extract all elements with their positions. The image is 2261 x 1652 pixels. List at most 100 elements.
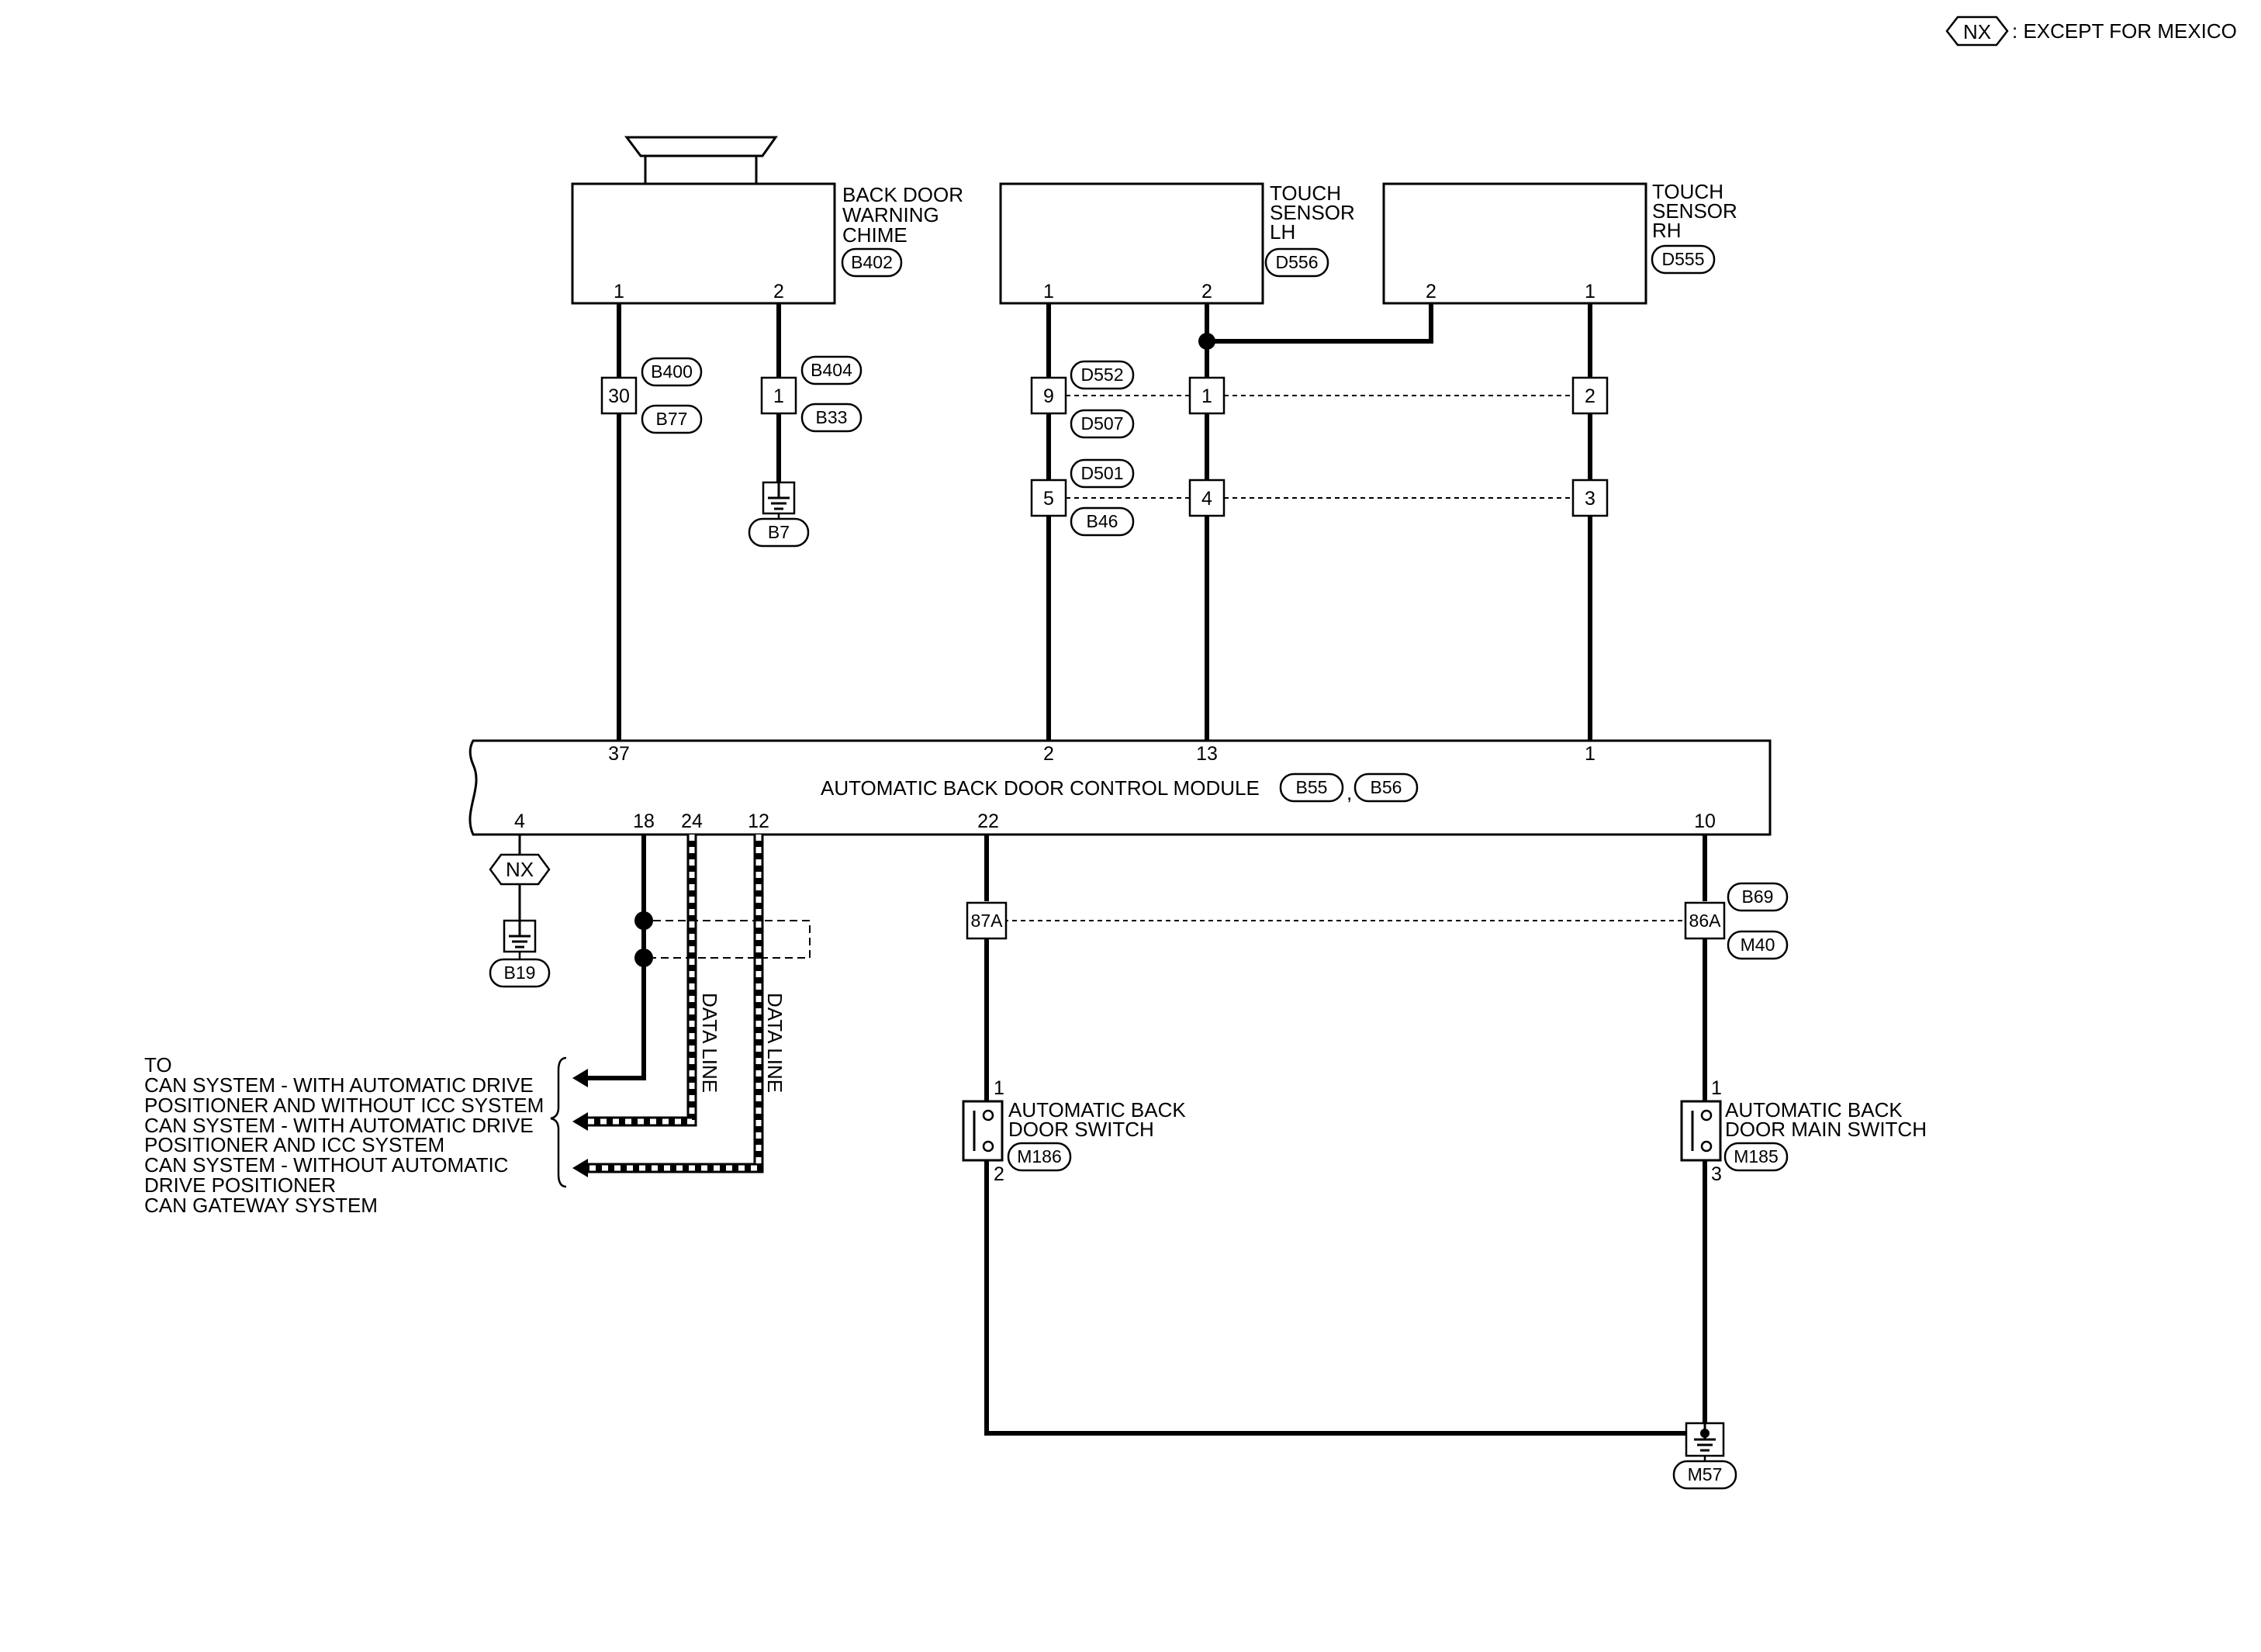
data-line-label-24: DATA LINE — [698, 993, 721, 1093]
can-text-7: CAN GATEWAY SYSTEM — [144, 1194, 378, 1217]
junction-pin-30: 30 — [608, 385, 630, 407]
data-line-12-pattern — [583, 835, 762, 1171]
control-module: 37 2 13 1 AUTOMATIC BACK DOOR CONTROL MO… — [468, 739, 1772, 836]
tag-d501: D501 — [1081, 463, 1124, 483]
touch-rh-pin-2: 2 — [1426, 281, 1436, 302]
chime-pin-1: 1 — [614, 281, 624, 302]
tag-b46-badge — [1070, 506, 1135, 537]
junction-pin-4: 4 — [1201, 488, 1212, 510]
junction-box-5 — [1030, 479, 1067, 517]
module-pin-12: 12 — [748, 810, 769, 832]
junction-pin-rh-2: 2 — [1585, 385, 1595, 407]
can-text-0: TO — [144, 1053, 172, 1077]
nx-marker-hexagon — [489, 853, 551, 886]
door-switch-label-line2: DOOR SWITCH — [1008, 1118, 1154, 1141]
main-switch-connector: M185 — [1734, 1146, 1779, 1166]
junction-pin-87a: 87A — [971, 911, 1004, 931]
speaker-icon — [624, 136, 778, 157]
junction-pin-lh-1: 1 — [1201, 385, 1212, 407]
module-pin-10: 10 — [1694, 810, 1716, 832]
tag-d507: D507 — [1081, 413, 1124, 434]
automatic-back-door-switch: 1 2 AUTOMATIC BACK DOOR SWITCH M186 — [962, 1077, 1186, 1185]
junction-pin-3: 3 — [1585, 488, 1595, 510]
data-line-label-12: DATA LINE — [763, 993, 787, 1093]
tag-m40: M40 — [1741, 935, 1775, 955]
module-pin-18: 18 — [633, 810, 655, 832]
wire-lh2-to-rh2 — [1207, 303, 1433, 344]
ground-b19-branch: NX B19 — [489, 835, 551, 988]
splice-dot-can-1 — [634, 911, 653, 930]
ground-m57: M57 — [1672, 1422, 1737, 1490]
can-destinations: TO CAN SYSTEM - WITH AUTOMATIC DRIVE POS… — [144, 1053, 544, 1217]
main-switch-terminal-bottom — [1700, 1140, 1713, 1153]
junction-box-3 — [1571, 479, 1609, 517]
door-switch-label-line1: AUTOMATIC BACK — [1008, 1098, 1186, 1121]
ground-b7-badge — [748, 517, 810, 548]
touch-lh-pin-2: 2 — [1201, 281, 1212, 302]
control-module-body — [468, 739, 1772, 836]
touch-rh-connector-badge — [1651, 244, 1716, 275]
junction-box-86a — [1684, 901, 1726, 940]
junction-boxes: 30 1 9 1 2 5 4 3 — [600, 376, 1609, 517]
chime-pin-2: 2 — [773, 281, 784, 302]
main-switch-pin-1: 1 — [1711, 1077, 1722, 1099]
ground-b19-label: B19 — [504, 963, 536, 983]
junction-box-9 — [1030, 376, 1067, 415]
ground-m57-badge — [1672, 1460, 1737, 1490]
junction-pin-86a: 86A — [1689, 911, 1722, 931]
junction-box-30 — [600, 376, 638, 415]
switch-junctions: 87A 86A B69 M40 — [966, 882, 1789, 960]
junction-pin-b404-1: 1 — [773, 385, 784, 407]
splice-dot-can-2 — [634, 949, 653, 967]
nx-marker: NX — [506, 858, 534, 881]
door-switch-terminal-top — [982, 1109, 994, 1121]
wire-module-18-can — [582, 835, 646, 1080]
door-switch-connector: M186 — [1017, 1146, 1062, 1166]
junction-box-4 — [1188, 479, 1226, 517]
module-connector-b56-badge — [1353, 772, 1419, 803]
main-switch-label-line1: AUTOMATIC BACK — [1725, 1098, 1903, 1121]
touch-lh-label-line3: LH — [1270, 220, 1295, 244]
junction-pin-5: 5 — [1043, 488, 1054, 510]
tag-b77: B77 — [656, 409, 688, 429]
touch-rh-pin-1: 1 — [1585, 281, 1595, 302]
junction-tags: B400 B77 B404 B33 D552 D507 D501 B46 — [641, 355, 1135, 537]
chime-label-line3: CHIME — [842, 223, 908, 247]
touch-lh-body — [999, 182, 1264, 305]
can-text-3: CAN SYSTEM - WITH AUTOMATIC DRIVE — [144, 1114, 534, 1137]
tag-b404-badge — [800, 355, 863, 385]
tag-m40-badge — [1727, 930, 1789, 960]
can-text-4: POSITIONER AND ICC SYSTEM — [144, 1133, 444, 1156]
door-switch-terminal-bottom — [982, 1140, 994, 1153]
switch-circuit-wires — [984, 835, 1707, 1436]
module-connector-b56: B56 — [1371, 777, 1402, 797]
tag-b400: B400 — [651, 361, 693, 382]
tag-b33: B33 — [816, 407, 848, 427]
door-switch-connector-badge — [1007, 1142, 1072, 1172]
tag-d552-badge — [1070, 360, 1135, 390]
can-text-6: DRIVE POSITIONER — [144, 1173, 336, 1197]
tag-b69-badge — [1727, 882, 1789, 912]
junction-box-87a — [966, 901, 1008, 940]
module-pin-37: 37 — [608, 743, 630, 765]
chime-label-line1: BACK DOOR — [842, 183, 963, 206]
connector-dashed-links — [1004, 395, 1686, 921]
module-pin-1: 1 — [1585, 743, 1595, 765]
tag-b69: B69 — [1742, 886, 1774, 907]
speaker-icon-base — [644, 154, 758, 185]
can-brace — [550, 1056, 567, 1188]
can-text-1: CAN SYSTEM - WITH AUTOMATIC DRIVE — [144, 1073, 534, 1097]
ground-b7: B7 — [748, 481, 810, 548]
touch-rh-label-line1: TOUCH — [1652, 180, 1723, 203]
ground-b7-label: B7 — [768, 522, 790, 542]
tag-d501-badge — [1070, 458, 1135, 489]
touch-lh-connector: D556 — [1276, 252, 1319, 272]
can-text-2: POSITIONER AND WITHOUT ICC SYSTEM — [144, 1094, 544, 1117]
back-door-warning-chime: BACK DOOR WARNING CHIME B402 1 2 — [571, 136, 963, 305]
module-pin-2: 2 — [1043, 743, 1054, 765]
door-switch-pin-2: 2 — [994, 1163, 1004, 1185]
legend: NX : EXCEPT FOR MEXICO — [1945, 16, 2237, 47]
module-pin-4: 4 — [514, 810, 525, 832]
chime-connector: B402 — [851, 252, 893, 272]
